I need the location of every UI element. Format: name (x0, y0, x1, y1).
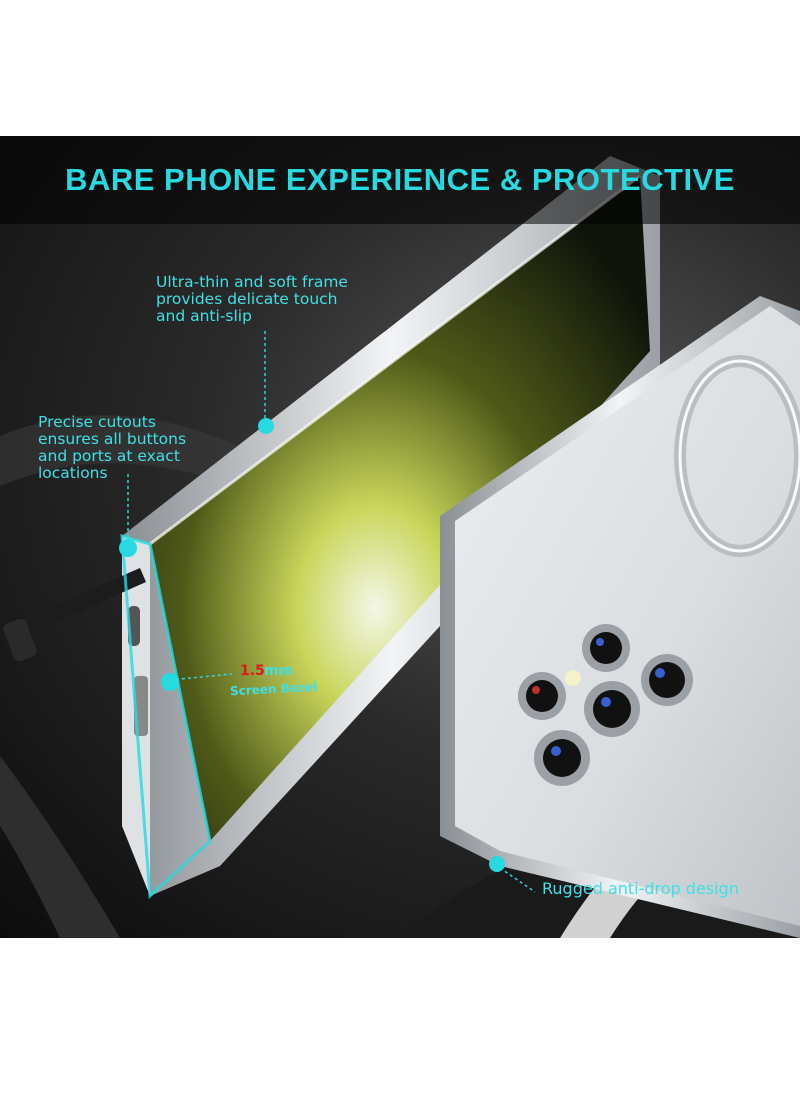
headline-banner: BARE PHONE EXPERIENCE & PROTECTIVE (0, 136, 800, 224)
bezel-unit: mm (264, 663, 294, 679)
callout-cutouts: Precise cutouts ensures all buttons and … (38, 413, 187, 482)
phone-back (440, 296, 800, 938)
product-illustration (0, 156, 800, 938)
camera-lenses (518, 624, 693, 786)
callout-frame: Ultra-thin and soft frame provides delic… (156, 273, 348, 325)
product-image-panel: BARE PHONE EXPERIENCE & PROTECTIVE Ultra… (0, 136, 800, 938)
headline-text: BARE PHONE EXPERIENCE & PROTECTIVE (65, 162, 735, 197)
stylus (3, 568, 146, 662)
callout-leaders (127, 331, 536, 893)
callout-drop: Rugged anti-drop design (542, 879, 739, 898)
bezel-value: 1.5 (240, 663, 265, 679)
